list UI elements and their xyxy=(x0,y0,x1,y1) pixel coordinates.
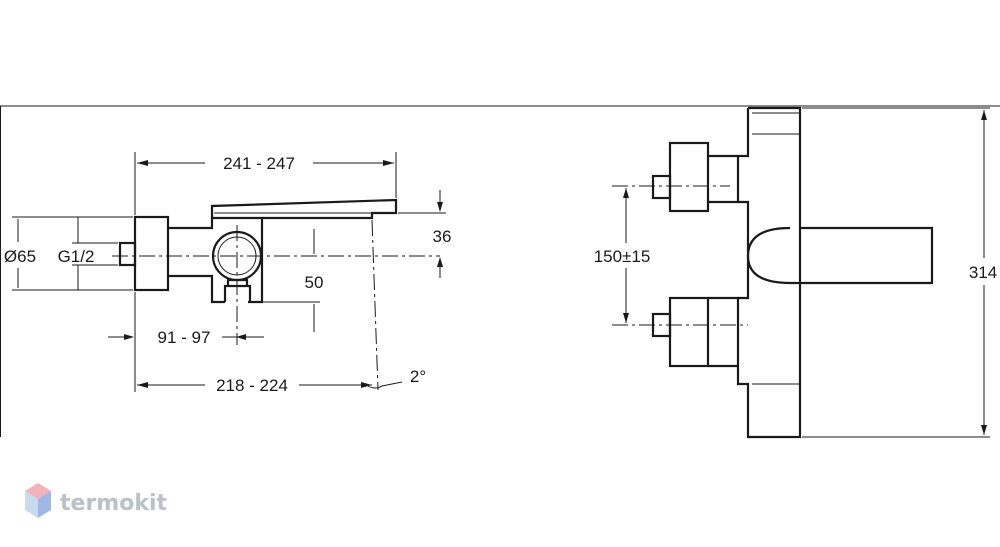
arrow-218-right xyxy=(361,382,372,388)
spout-front xyxy=(746,226,934,285)
watermark: termokit xyxy=(25,483,167,518)
hexagon-cube-icon xyxy=(25,483,51,518)
center-distance-label: 150±15 xyxy=(594,247,651,266)
spout-length-label: 241 - 247 xyxy=(223,154,295,173)
offset-91-97-label: 91 - 97 xyxy=(158,328,211,347)
lower-handle xyxy=(668,296,710,368)
arrow-150-top xyxy=(623,188,629,198)
side-view: 241 - 247 Ø65 G1/2 36 50 91 - 97 xyxy=(4,152,452,395)
arrow-91-right xyxy=(236,334,246,340)
upper-handle-stem xyxy=(651,174,672,200)
height-36-label: 36 xyxy=(433,227,452,246)
diameter-label: Ø65 xyxy=(4,247,36,266)
width-314-label: 314 xyxy=(969,263,997,282)
outlet-centerline xyxy=(371,219,379,391)
spout-top xyxy=(210,198,398,220)
arrow-36-bottom xyxy=(437,257,443,267)
connection-stub xyxy=(118,241,137,267)
arrow-91-left xyxy=(124,334,134,340)
upper-handle xyxy=(668,141,710,213)
arrow-36-top xyxy=(437,202,443,212)
front-view: 150±15 314 xyxy=(594,106,997,439)
upper-handle-collar xyxy=(708,154,738,204)
angle-arc xyxy=(367,381,403,389)
angle-label: 2° xyxy=(410,367,426,386)
arrow-left xyxy=(137,160,148,166)
arrow-314-top xyxy=(981,110,987,120)
lower-handle-collar xyxy=(708,296,740,368)
arrow-314-bottom xyxy=(981,425,987,435)
arrow-218-left xyxy=(137,382,148,388)
mixer-body-front xyxy=(736,106,802,439)
mixer-body-end xyxy=(133,215,170,292)
thread-label: G1/2 xyxy=(58,247,95,266)
watermark-brand: termokit xyxy=(60,491,167,516)
offset-50-label: 50 xyxy=(305,273,324,292)
arrow-150-bottom xyxy=(623,313,629,323)
length-218-224-label: 218 - 224 xyxy=(216,376,288,395)
arrow-right xyxy=(383,160,394,166)
mixer-body xyxy=(168,216,264,304)
